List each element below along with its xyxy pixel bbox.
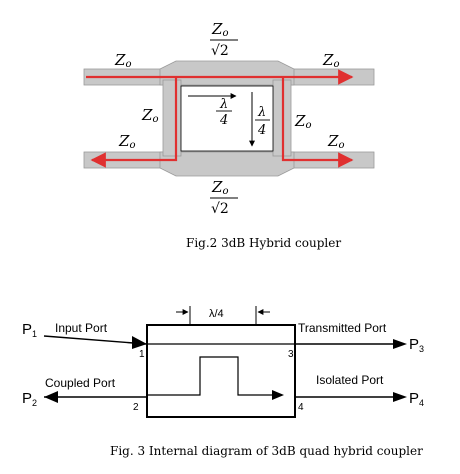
coupler-window <box>180 85 274 152</box>
port-p1-label: P1 <box>22 321 37 339</box>
coupler-box <box>146 324 296 418</box>
z0-over-sqrt2-top: Zo √2 <box>210 20 238 59</box>
internal-arrow-head <box>272 390 284 400</box>
signal-paths <box>86 69 354 168</box>
port-number-3: 3 <box>288 349 294 360</box>
svg-text:4: 4 <box>257 123 266 138</box>
lambda-over-4-horizontal: λ 4 <box>216 97 232 128</box>
lambda-over-4-vertical: λ 4 <box>255 105 270 138</box>
svg-text:4: 4 <box>219 113 228 128</box>
port-number-4: 4 <box>298 402 304 413</box>
input-line <box>43 335 147 345</box>
svg-text:Zo: Zo <box>211 20 228 39</box>
quarter-wave-label: λ/4 <box>209 308 224 320</box>
svg-text:λ: λ <box>257 105 266 120</box>
port-number-2: 2 <box>133 402 139 413</box>
hybrid-coupler-figure: Zo Zo Zo Zo Zo Zo Zo √2 Zo √2 λ 4 <box>83 20 375 250</box>
z0-over-sqrt2-bottom: Zo √2 <box>210 178 238 217</box>
port-number-1: 1 <box>139 349 145 360</box>
signal-right-path <box>281 77 354 168</box>
coupled-port-label: Coupled Port <box>45 376 116 390</box>
isolated-port-label: Isolated Port <box>316 373 384 387</box>
z0-left-arm: Zo <box>141 106 158 125</box>
svg-text:λ: λ <box>219 97 228 112</box>
port-lines <box>43 335 402 398</box>
svg-text:√2: √2 <box>211 43 229 59</box>
z0-right-arm: Zo <box>294 112 311 131</box>
z0-top-left: Zo <box>114 51 131 70</box>
signal-coupled-path <box>90 77 178 168</box>
input-port-label: Input Port <box>55 321 108 335</box>
svg-text:√2: √2 <box>211 201 229 217</box>
quarter-wave-arrows <box>188 92 255 147</box>
quad-hybrid-labels: λ/4 P1 P2 P3 P4 Input Port Coupled Port … <box>22 308 424 458</box>
z0-top-right: Zo <box>322 51 339 70</box>
port-p2-label: P2 <box>22 390 37 408</box>
port-p4-label: P4 <box>409 390 424 408</box>
internal-coupled-path <box>147 356 282 396</box>
fig3-caption: Fig. 3 Internal diagram of 3dB quad hybr… <box>110 444 423 458</box>
z0-bottom-right: Zo <box>327 132 344 151</box>
port-p3-label: P3 <box>409 336 424 354</box>
left-arm <box>162 79 182 157</box>
impedance-labels: Zo Zo Zo Zo Zo Zo Zo √2 Zo √2 λ 4 <box>114 20 344 217</box>
quarter-wave-dimension <box>176 306 270 325</box>
transmitted-port-label: Transmitted Port <box>298 321 387 335</box>
fig2-caption: Fig.2 3dB Hybrid coupler <box>186 236 341 250</box>
top-trapezoid <box>159 60 295 86</box>
bottom-trapezoid <box>159 151 295 177</box>
svg-text:Zo: Zo <box>211 178 228 197</box>
z0-bottom-left: Zo <box>118 132 135 151</box>
port-arrowheads <box>44 336 407 403</box>
quad-hybrid-figure <box>43 306 407 418</box>
